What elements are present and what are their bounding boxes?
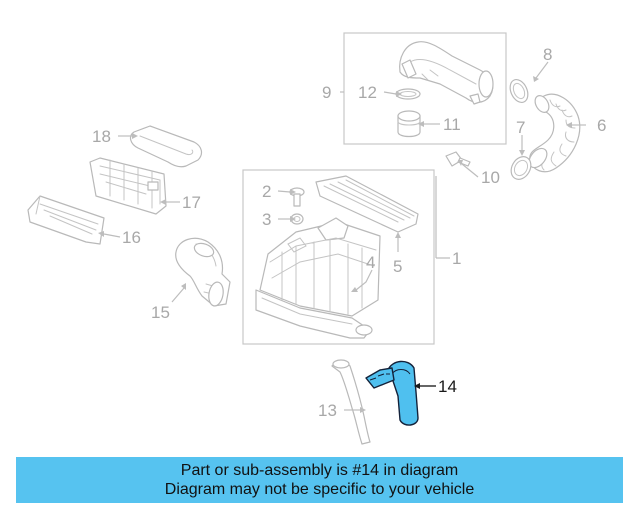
group-box-9-12 (343, 32, 507, 145)
callout-13[interactable]: 13 (318, 401, 337, 420)
callout-4[interactable]: 4 (366, 253, 375, 272)
callout-17[interactable]: 17 (182, 193, 201, 212)
part-11-sleeve[interactable] (397, 110, 421, 138)
callout-1[interactable]: 1 (452, 249, 461, 268)
callout-9[interactable]: 9 (322, 83, 331, 102)
callout-7[interactable]: 7 (516, 118, 525, 137)
part-9-intake-duct[interactable] (399, 41, 494, 105)
part-8-clamp[interactable] (507, 77, 532, 106)
callout-10[interactable]: 10 (481, 168, 500, 187)
callout-3[interactable]: 3 (262, 210, 271, 229)
callout-14[interactable]: 14 (438, 377, 457, 396)
banner-line-1: Part or sub-assembly is #14 in diagram (180, 462, 459, 479)
part-4-airbox[interactable] (255, 217, 381, 339)
part-7-clamp[interactable] (507, 153, 535, 183)
arrowhead-14 (414, 383, 420, 389)
part-6-hose[interactable] (526, 93, 581, 173)
part-15-elbow[interactable] (175, 237, 231, 307)
callout-8[interactable]: 8 (543, 45, 552, 64)
part-5-filter[interactable] (315, 175, 419, 233)
callout-11[interactable]: 11 (443, 115, 461, 134)
group-box-1-5 (242, 169, 435, 345)
part-13-tube[interactable] (331, 359, 371, 445)
info-banner: Part or sub-assembly is #14 in diagram D… (16, 457, 623, 503)
callout-5[interactable]: 5 (393, 257, 402, 276)
part-18-cover[interactable] (129, 125, 203, 168)
part-2-bolt[interactable] (289, 187, 305, 207)
part-10-sensor[interactable] (445, 151, 471, 167)
callout-6[interactable]: 6 (597, 116, 606, 135)
callout-16[interactable]: 16 (122, 228, 141, 247)
part-16-duct[interactable] (27, 195, 105, 245)
callout-12[interactable]: 12 (358, 83, 377, 102)
callout-15[interactable]: 15 (151, 303, 170, 322)
callout-2[interactable]: 2 (262, 182, 271, 201)
banner-line-2: Diagram may not be specific to your vehi… (164, 481, 475, 498)
arrowheads (98, 76, 572, 413)
callout-18[interactable]: 18 (92, 127, 111, 146)
part-17-air-guide[interactable] (89, 157, 167, 215)
part-14-hose-highlighted[interactable] (365, 360, 419, 426)
